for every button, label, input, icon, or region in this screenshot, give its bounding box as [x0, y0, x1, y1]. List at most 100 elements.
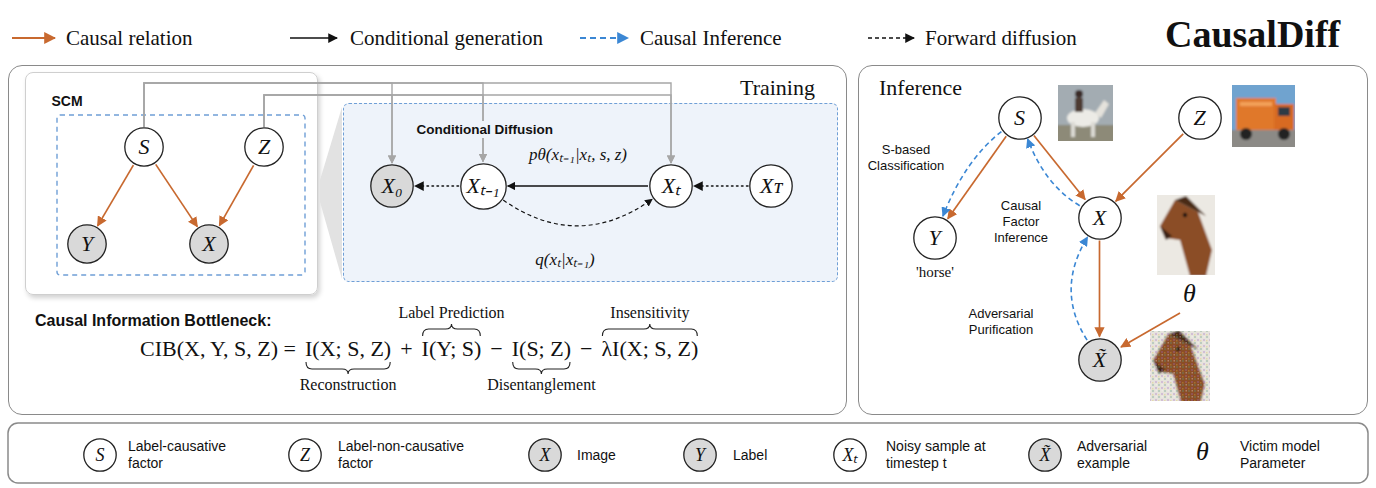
circle-outline-path — [84, 439, 116, 471]
legend-strip — [8, 423, 1368, 483]
parameter-symbol: θ — [1183, 279, 1196, 309]
edge-label-slot: S-based Classification — [864, 142, 948, 174]
edge-label: q(xₜ|xₜ₋₁) — [535, 250, 595, 270]
term-annotation: Disentanglement — [487, 376, 595, 394]
legend-text: Causal relation — [66, 27, 193, 49]
conditional-generation-line — [144, 83, 671, 163]
annotation-slot: Reconstruction — [300, 376, 397, 394]
annotation-slot: Insensitivity — [610, 304, 689, 322]
formula-term: I(S; Z) — [512, 337, 571, 361]
edge-label: S-based Classification — [864, 142, 948, 174]
edge-label-slot: Adversarial Purification — [960, 306, 1042, 338]
edge-label-slot: Causal Factor Inference — [990, 198, 1052, 246]
conditional-generation-line — [264, 95, 392, 163]
circle-outline-path — [913, 216, 955, 258]
circle-outline-path — [650, 165, 692, 207]
circle-outline-path — [529, 439, 561, 471]
legend-text: Image — [577, 447, 616, 464]
variable-circle: X — [1078, 196, 1122, 240]
legend-slot: Label-causative factor — [128, 435, 253, 475]
formula-term: I(X; S, Z) — [305, 337, 391, 361]
variable-symbol: Y — [928, 227, 940, 249]
causal-relation-arrow — [98, 165, 134, 226]
variable-symbol: X — [1093, 207, 1106, 229]
legend-slot: Causal relation — [66, 27, 193, 49]
diagram-title: CausalDiff — [1165, 14, 1340, 56]
image-thumbnail — [1157, 195, 1215, 275]
variable-circle: S — [124, 127, 164, 167]
circle-outline-path — [371, 165, 413, 207]
title-slot: CausalDiff — [1165, 14, 1340, 56]
variable-circle: Y — [67, 224, 107, 264]
diffusion-chain-arrow — [415, 185, 459, 187]
diffusion-chain-arrow — [694, 185, 748, 187]
formula-term: − — [580, 337, 592, 361]
variable-circle: X̃ — [1028, 438, 1062, 472]
formula-row: CIB(X, Y, S, Z) =I(X; S, Z)+I(Y; S)−I(S;… — [140, 337, 698, 361]
variable-circle: Xₜ — [833, 438, 867, 472]
scm-box: SCMSZYX — [25, 72, 318, 295]
curly-brace — [513, 362, 570, 374]
node-title: Inference — [879, 76, 962, 100]
causal-relation-arrow — [1116, 134, 1183, 201]
legend-text: Causal Inference — [640, 27, 782, 49]
legend-slot: Label — [733, 435, 813, 475]
variable-symbol: Z — [1193, 107, 1205, 129]
causal-relation-arrow — [156, 164, 198, 226]
node-title: SCM — [52, 93, 83, 110]
variable-symbol: Xₜ — [843, 446, 858, 464]
variable-circle: Xᴛ — [749, 164, 793, 208]
zoom-wedge — [320, 107, 342, 279]
image-thumbnail — [1058, 85, 1113, 141]
variable-circle: X₀ — [370, 164, 414, 208]
annotation-slot: Disentanglement — [487, 376, 595, 394]
legend-slot: Causal Inference — [640, 27, 782, 49]
formula-term: + — [400, 337, 412, 361]
label-slot: 'horse' — [905, 263, 965, 281]
formula-term: CIB(X, Y, S, Z) = — [140, 337, 296, 361]
circle-outline-path — [190, 225, 228, 263]
causal-inference-arrow — [943, 132, 1002, 217]
circle-outline-path — [68, 225, 106, 263]
legend-causal-sample — [12, 37, 55, 39]
curly-brace — [423, 324, 481, 336]
image-thumbnail — [1232, 85, 1295, 147]
node-title: Conditional Diffusion — [414, 121, 556, 139]
variable-circle: Y — [913, 216, 957, 260]
label-slot: θ — [1196, 437, 1209, 467]
edge-label-slot: q(xₜ|xₜ₋₁) — [500, 250, 630, 270]
circle-outline-path — [1078, 338, 1120, 380]
variable-circle: Xₜ — [649, 164, 693, 208]
circle-outline-path — [125, 128, 163, 166]
edge-label: pθ(xₜ₋₁|xₜ, s, z) — [529, 145, 627, 165]
variable-symbol: S — [1014, 107, 1025, 129]
scm-dashed-region — [57, 115, 305, 275]
legend-slot: Victim model Parameter — [1240, 435, 1350, 475]
formula-term: − — [490, 337, 502, 361]
variable-circle: Z — [288, 438, 322, 472]
legend-text: Victim model Parameter — [1240, 438, 1350, 472]
legend-inference-sample — [580, 37, 628, 39]
conditional-generation-line — [264, 95, 671, 163]
legend-text: Label-causative factor — [128, 438, 253, 472]
variable-symbol: Xₜ₋₁ — [467, 175, 500, 197]
variable-symbol: X̃ — [1093, 349, 1106, 371]
legend-text: Adversarial example — [1077, 438, 1172, 472]
circle-outline-path — [684, 439, 716, 471]
legend-text: Conditional generation — [350, 27, 543, 49]
variable-symbol: S — [139, 136, 150, 158]
term-annotation: Reconstruction — [300, 376, 397, 394]
circle-outline-path — [460, 163, 505, 208]
causal-inference-arrow — [1028, 139, 1080, 206]
causal-relation-arrow — [1099, 241, 1101, 337]
circle-outline-path — [289, 439, 321, 471]
variable-symbol: X₀ — [381, 175, 402, 197]
variable-circle: Y — [683, 438, 717, 472]
legend-slot: Adversarial example — [1077, 435, 1172, 475]
variable-symbol: X — [540, 446, 551, 464]
legend-slot: Noisy sample at timestep t — [886, 435, 986, 475]
variable-circle: Z — [1178, 96, 1222, 140]
edge-label: Adversarial Purification — [960, 306, 1042, 338]
circle-outline-path — [834, 439, 866, 471]
training-panel: TrainingSCMSZYXConditional DiffusionX₀Xₜ… — [8, 65, 847, 415]
